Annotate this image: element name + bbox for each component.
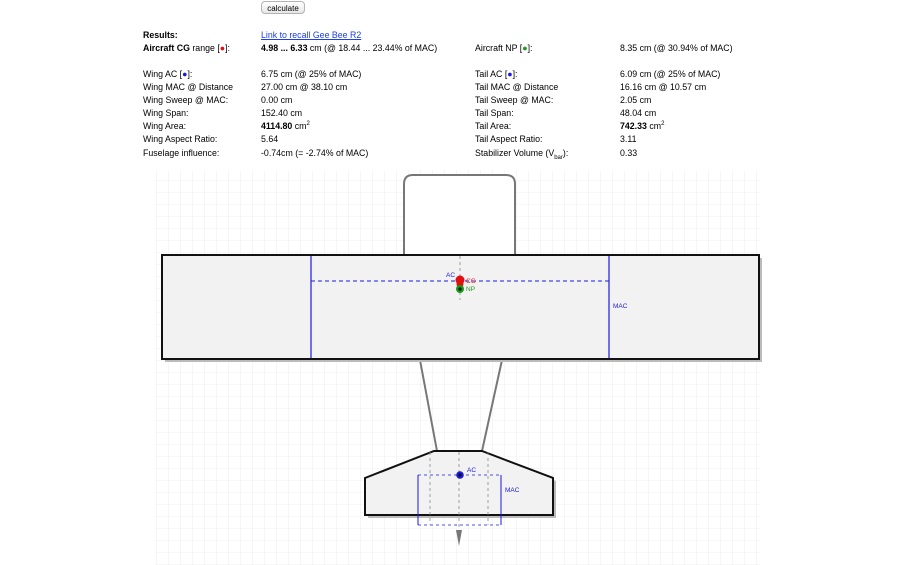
tail-sweep-label: Tail Sweep @ MAC: bbox=[475, 95, 554, 105]
text-fragment: 4.98 ... 6.33 bbox=[261, 43, 308, 53]
text-fragment: 742.33 bbox=[620, 121, 647, 131]
results-title: Results: bbox=[143, 30, 178, 40]
wing-mac-value: 27.00 cm @ 38.10 cm bbox=[261, 82, 348, 92]
text-fragment: Tail AC [ bbox=[475, 69, 508, 79]
cg-value: 4.98 ... 6.33 cm (@ 18.44 ... 23.44% of … bbox=[261, 43, 437, 54]
tail-mac-label: Tail MAC @ Distance bbox=[475, 82, 559, 92]
tail-mac-value: 16.16 cm @ 10.57 cm bbox=[620, 82, 707, 92]
wing-sweep-label: Wing Sweep @ MAC: bbox=[143, 95, 229, 105]
text-fragment: ): bbox=[562, 148, 569, 158]
text-fragment: range [ bbox=[189, 43, 220, 53]
tail-area-label: Tail Area: bbox=[475, 121, 512, 131]
wing-ar-label: Wing Aspect Ratio: bbox=[143, 134, 218, 144]
wing-ar-value: 5.64 bbox=[261, 134, 279, 144]
np-center bbox=[458, 287, 462, 291]
wing-span-value: 152.40 cm bbox=[261, 108, 303, 118]
text-fragment: ]: bbox=[225, 43, 230, 53]
text-fragment: Wing AC [ bbox=[143, 69, 183, 79]
tail-boom-left bbox=[419, 359, 438, 452]
fuselage-influence-label: Fuselage influence: bbox=[143, 148, 220, 158]
stabilizer-volume-label: Stabilizer Volume (Vbar): bbox=[475, 148, 569, 161]
tail-ar-label: Tail Aspect Ratio: bbox=[475, 134, 543, 144]
text-fragment: cm bbox=[292, 121, 307, 131]
np-label: Aircraft NP [●]: bbox=[475, 43, 532, 54]
text-fragment: ]: bbox=[187, 69, 193, 79]
wing-area-value: 4114.80 cm2 bbox=[261, 121, 310, 132]
wing-span-label: Wing Span: bbox=[143, 108, 189, 118]
calculate-button[interactable]: calculate bbox=[261, 1, 305, 14]
text-fragment: 2 bbox=[661, 121, 665, 128]
tail-ac-label: Tail AC [●]: bbox=[475, 69, 518, 80]
recall-link[interactable]: Link to recall Gee Bee R2 bbox=[261, 30, 362, 40]
text-fragment: 4114.80 bbox=[261, 121, 293, 131]
wing-cg-label: CG bbox=[466, 278, 476, 285]
wing-sweep-value: 0.00 cm bbox=[261, 95, 293, 105]
np-marker-icon: ● bbox=[522, 43, 528, 53]
wing-outline bbox=[161, 254, 760, 360]
tail-mac-label: MAC bbox=[505, 487, 520, 494]
tail-span-value: 48.04 cm bbox=[620, 108, 657, 118]
tail-ar-value: 3.11 bbox=[620, 134, 637, 144]
stabilizer-volume-value: 0.33 bbox=[620, 148, 638, 158]
fuselage-influence-value: -0.74cm (= -2.74% of MAC) bbox=[261, 148, 369, 158]
wing-area-label: Wing Area: bbox=[143, 121, 187, 131]
cg-marker-icon: ● bbox=[219, 43, 226, 53]
tail-ac-label: AC bbox=[467, 467, 476, 474]
np-value: 8.35 cm (@ 30.94% of MAC) bbox=[620, 43, 733, 53]
wing-ac-label: Wing AC [●]: bbox=[143, 69, 192, 80]
fuselage-nose-outline bbox=[403, 174, 516, 256]
wing-mac-label: MAC bbox=[613, 303, 628, 310]
wing-ac-label: AC bbox=[446, 272, 455, 279]
text-fragment: cm (@ 18.44 ... 23.44% of MAC) bbox=[307, 43, 438, 53]
wing-np-label: NP bbox=[466, 286, 475, 293]
wing-mac-label: Wing MAC @ Distance bbox=[143, 82, 234, 92]
tail-ac-marker-icon: ● bbox=[507, 69, 513, 79]
wing-ac-value: 6.75 cm (@ 25% of MAC) bbox=[261, 69, 362, 79]
tail-ac-center bbox=[458, 473, 462, 477]
text-fragment: cm bbox=[646, 121, 662, 131]
text-fragment: Aircraft NP [ bbox=[475, 43, 523, 53]
wing-ac-marker-icon: ● bbox=[182, 69, 188, 79]
tail-skid bbox=[456, 530, 462, 546]
tail-area-value: 742.33 cm2 bbox=[620, 121, 664, 132]
tail-ac-value: 6.09 cm (@ 25% of MAC) bbox=[620, 69, 721, 79]
tail-span-label: Tail Span: bbox=[475, 108, 514, 118]
text-fragment: ]: bbox=[512, 69, 518, 79]
text-fragment: 2 bbox=[306, 121, 310, 128]
cg-label: Aircraft CG range [●]: bbox=[143, 43, 230, 54]
text-fragment: Stabilizer Volume (V bbox=[475, 148, 555, 158]
text-fragment: Aircraft CG bbox=[143, 43, 190, 53]
tail-boom-right bbox=[481, 359, 503, 452]
tail-sweep-value: 2.05 cm bbox=[620, 95, 652, 105]
text-fragment: bar bbox=[554, 154, 563, 161]
text-fragment: ]: bbox=[527, 43, 533, 53]
